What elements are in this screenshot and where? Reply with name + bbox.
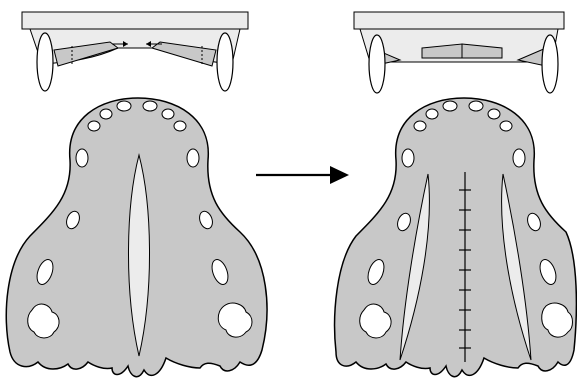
incisor-6 [500, 121, 512, 131]
incisor-5 [162, 109, 174, 119]
canine-tooth-right [217, 33, 233, 91]
incisor-2 [100, 109, 112, 119]
palatal-spot-right-1 [187, 149, 199, 167]
arrow-right-icon [256, 166, 349, 184]
canine-tooth-right [542, 35, 558, 93]
front-view-jaw-before [22, 12, 248, 91]
front-view-jaw-after [354, 12, 564, 93]
palatal-spot-right-1 [513, 149, 525, 167]
canine-tooth-left [369, 35, 385, 93]
maxilla-bone [354, 12, 564, 29]
palate-after [335, 98, 577, 377]
canine-tooth-left [37, 33, 53, 91]
incisor-1 [88, 121, 100, 131]
incisor-4 [143, 101, 157, 111]
incisor-4 [469, 101, 483, 111]
incisor-2 [426, 109, 438, 119]
palate-before [6, 98, 267, 377]
incisor-1 [414, 121, 426, 131]
maxilla-bone [22, 12, 248, 29]
incisor-5 [488, 109, 500, 119]
palatal-spot-left-1 [402, 149, 414, 167]
incisor-6 [174, 121, 186, 131]
palatal-spot-left-1 [76, 149, 88, 167]
incisor-3 [117, 101, 131, 111]
incisor-3 [443, 101, 457, 111]
